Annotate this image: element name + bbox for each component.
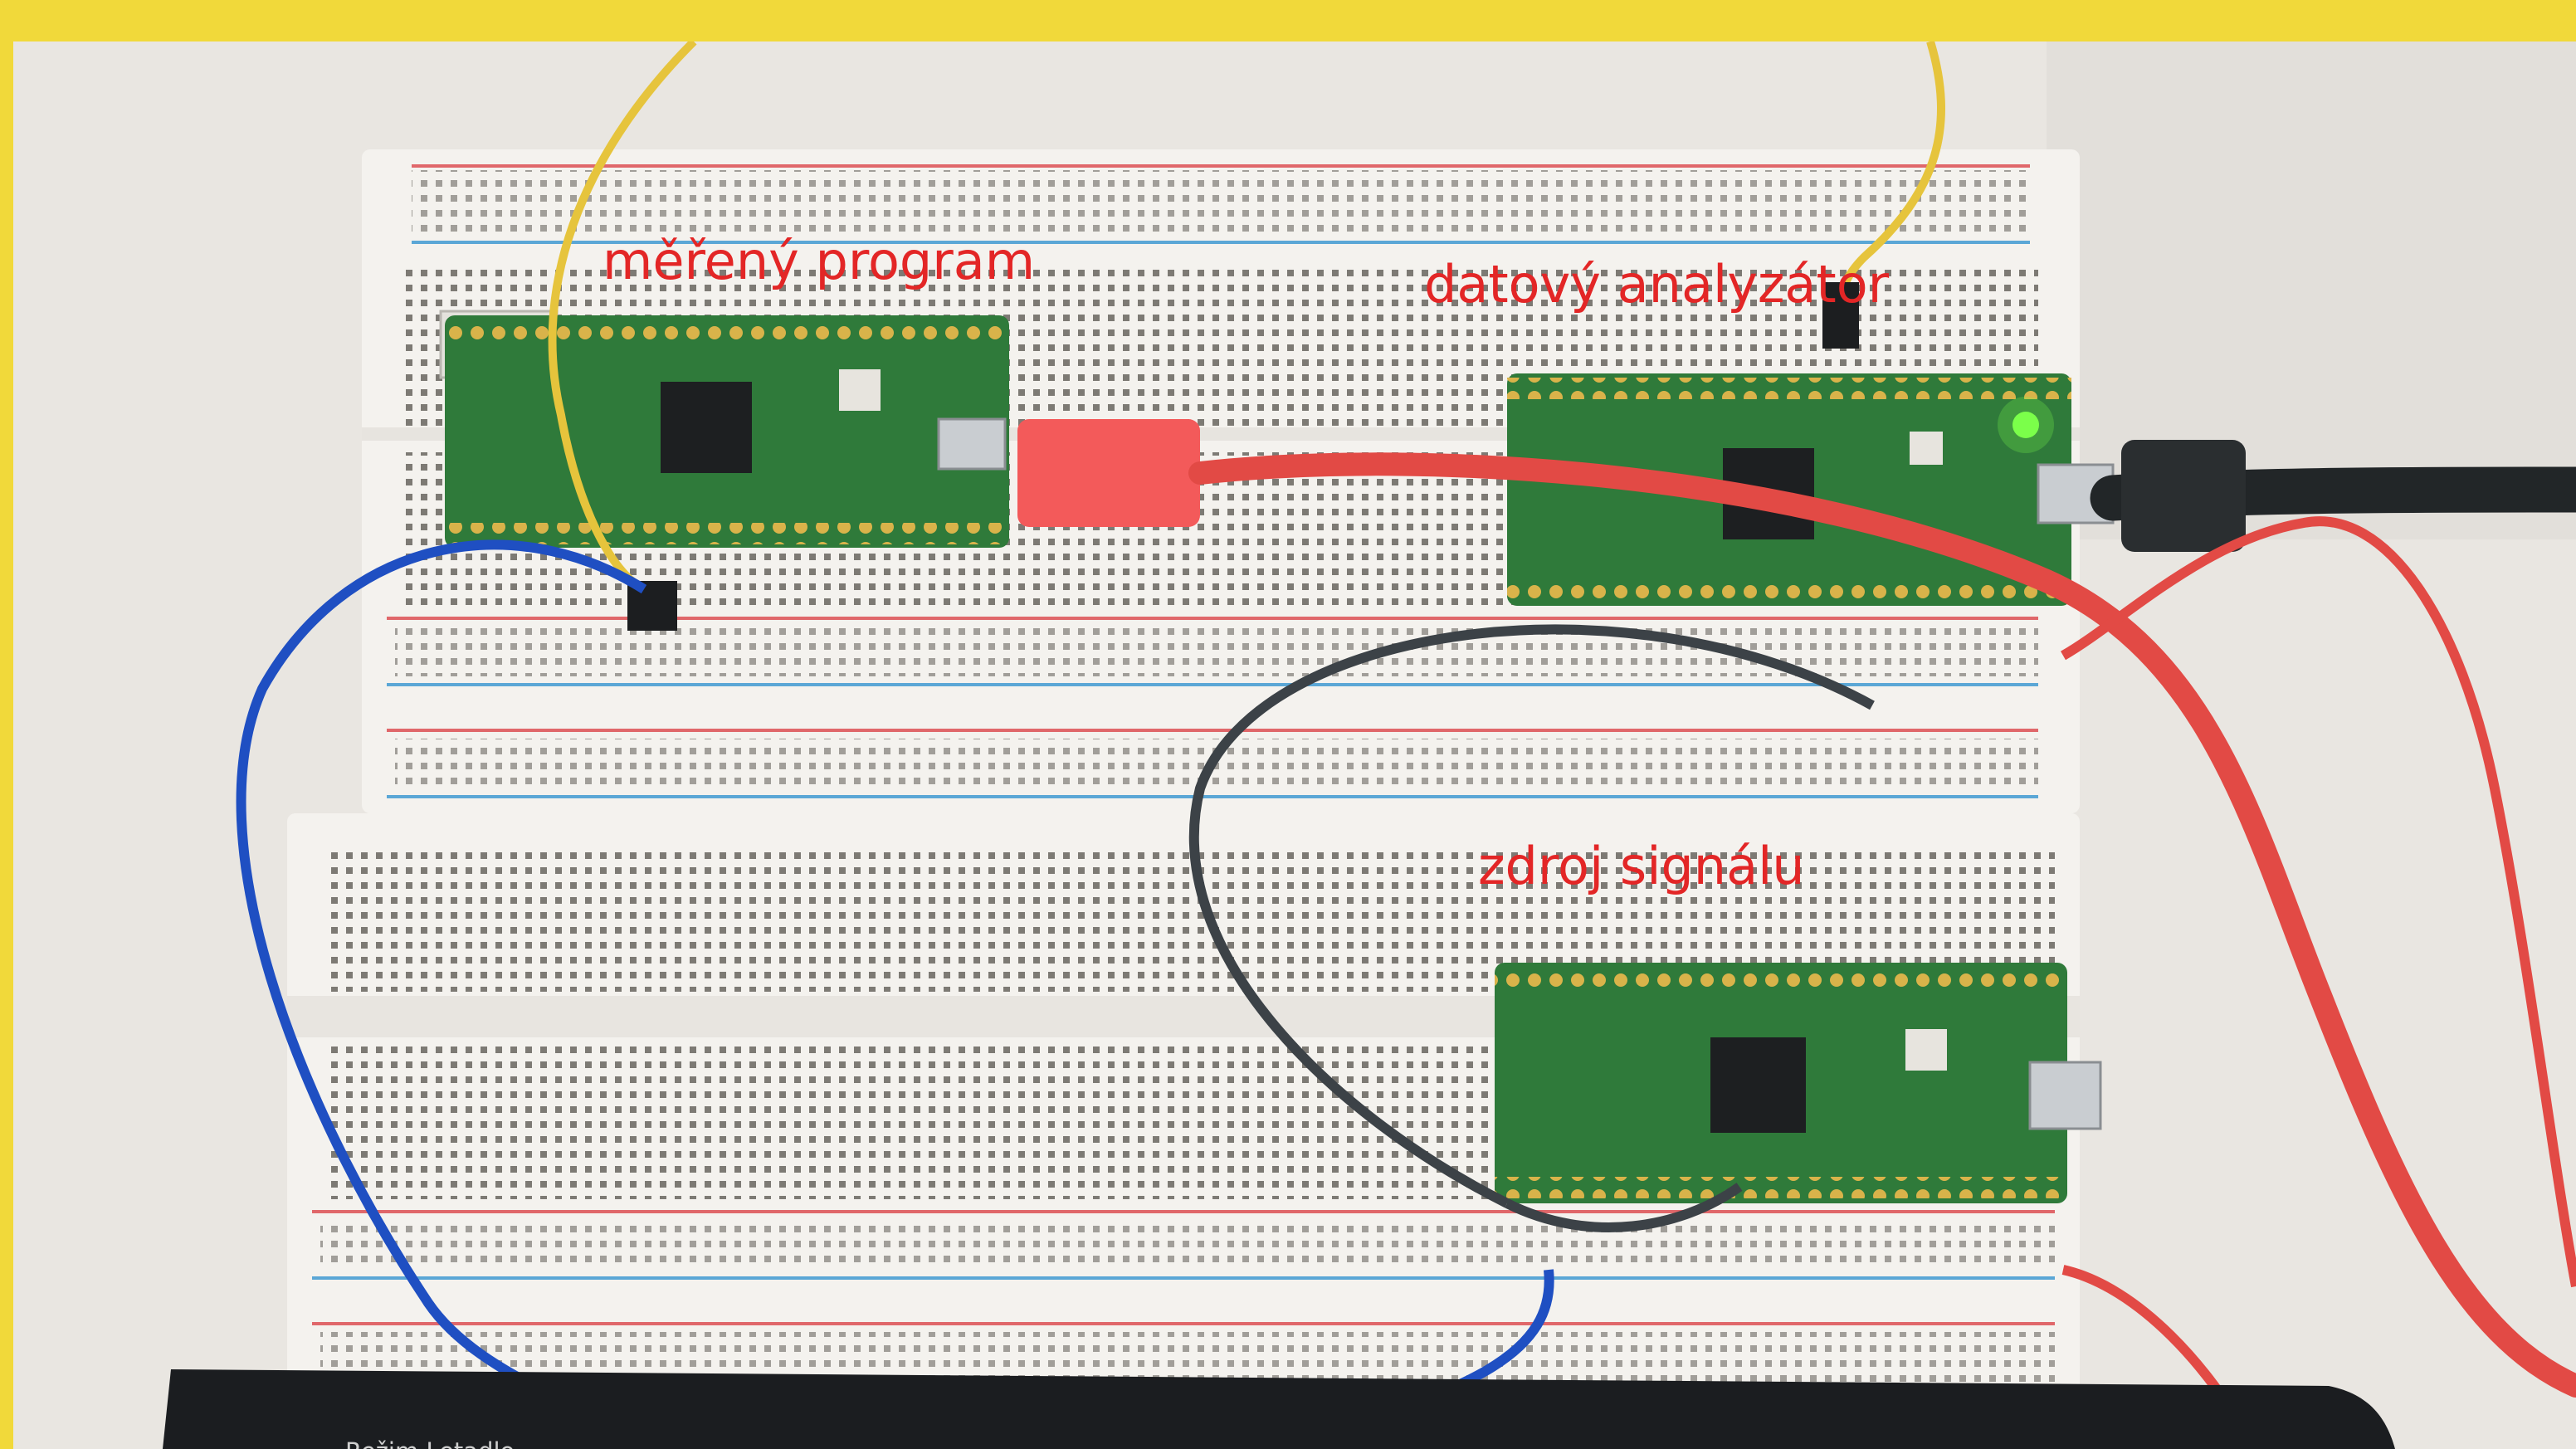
label-signal-source: zdroj signálu [1478, 836, 1805, 896]
breadboard-photo: měřený program datový analyzátor zdroj s… [13, 41, 2576, 1449]
breadboard-scene [13, 41, 2576, 1449]
usb-cable-black [2090, 440, 2576, 552]
tablet [163, 1369, 2395, 1449]
label-measured-program: měřený program [603, 231, 1036, 291]
pico-board-signal-source [1495, 963, 2102, 1203]
pico-board-measured [439, 310, 1009, 548]
tablet-status-text: Režim Letadlo [345, 1437, 515, 1449]
usb-cable-red [1017, 419, 2576, 1398]
label-data-analyzer: datový analyzátor [1424, 254, 1890, 315]
